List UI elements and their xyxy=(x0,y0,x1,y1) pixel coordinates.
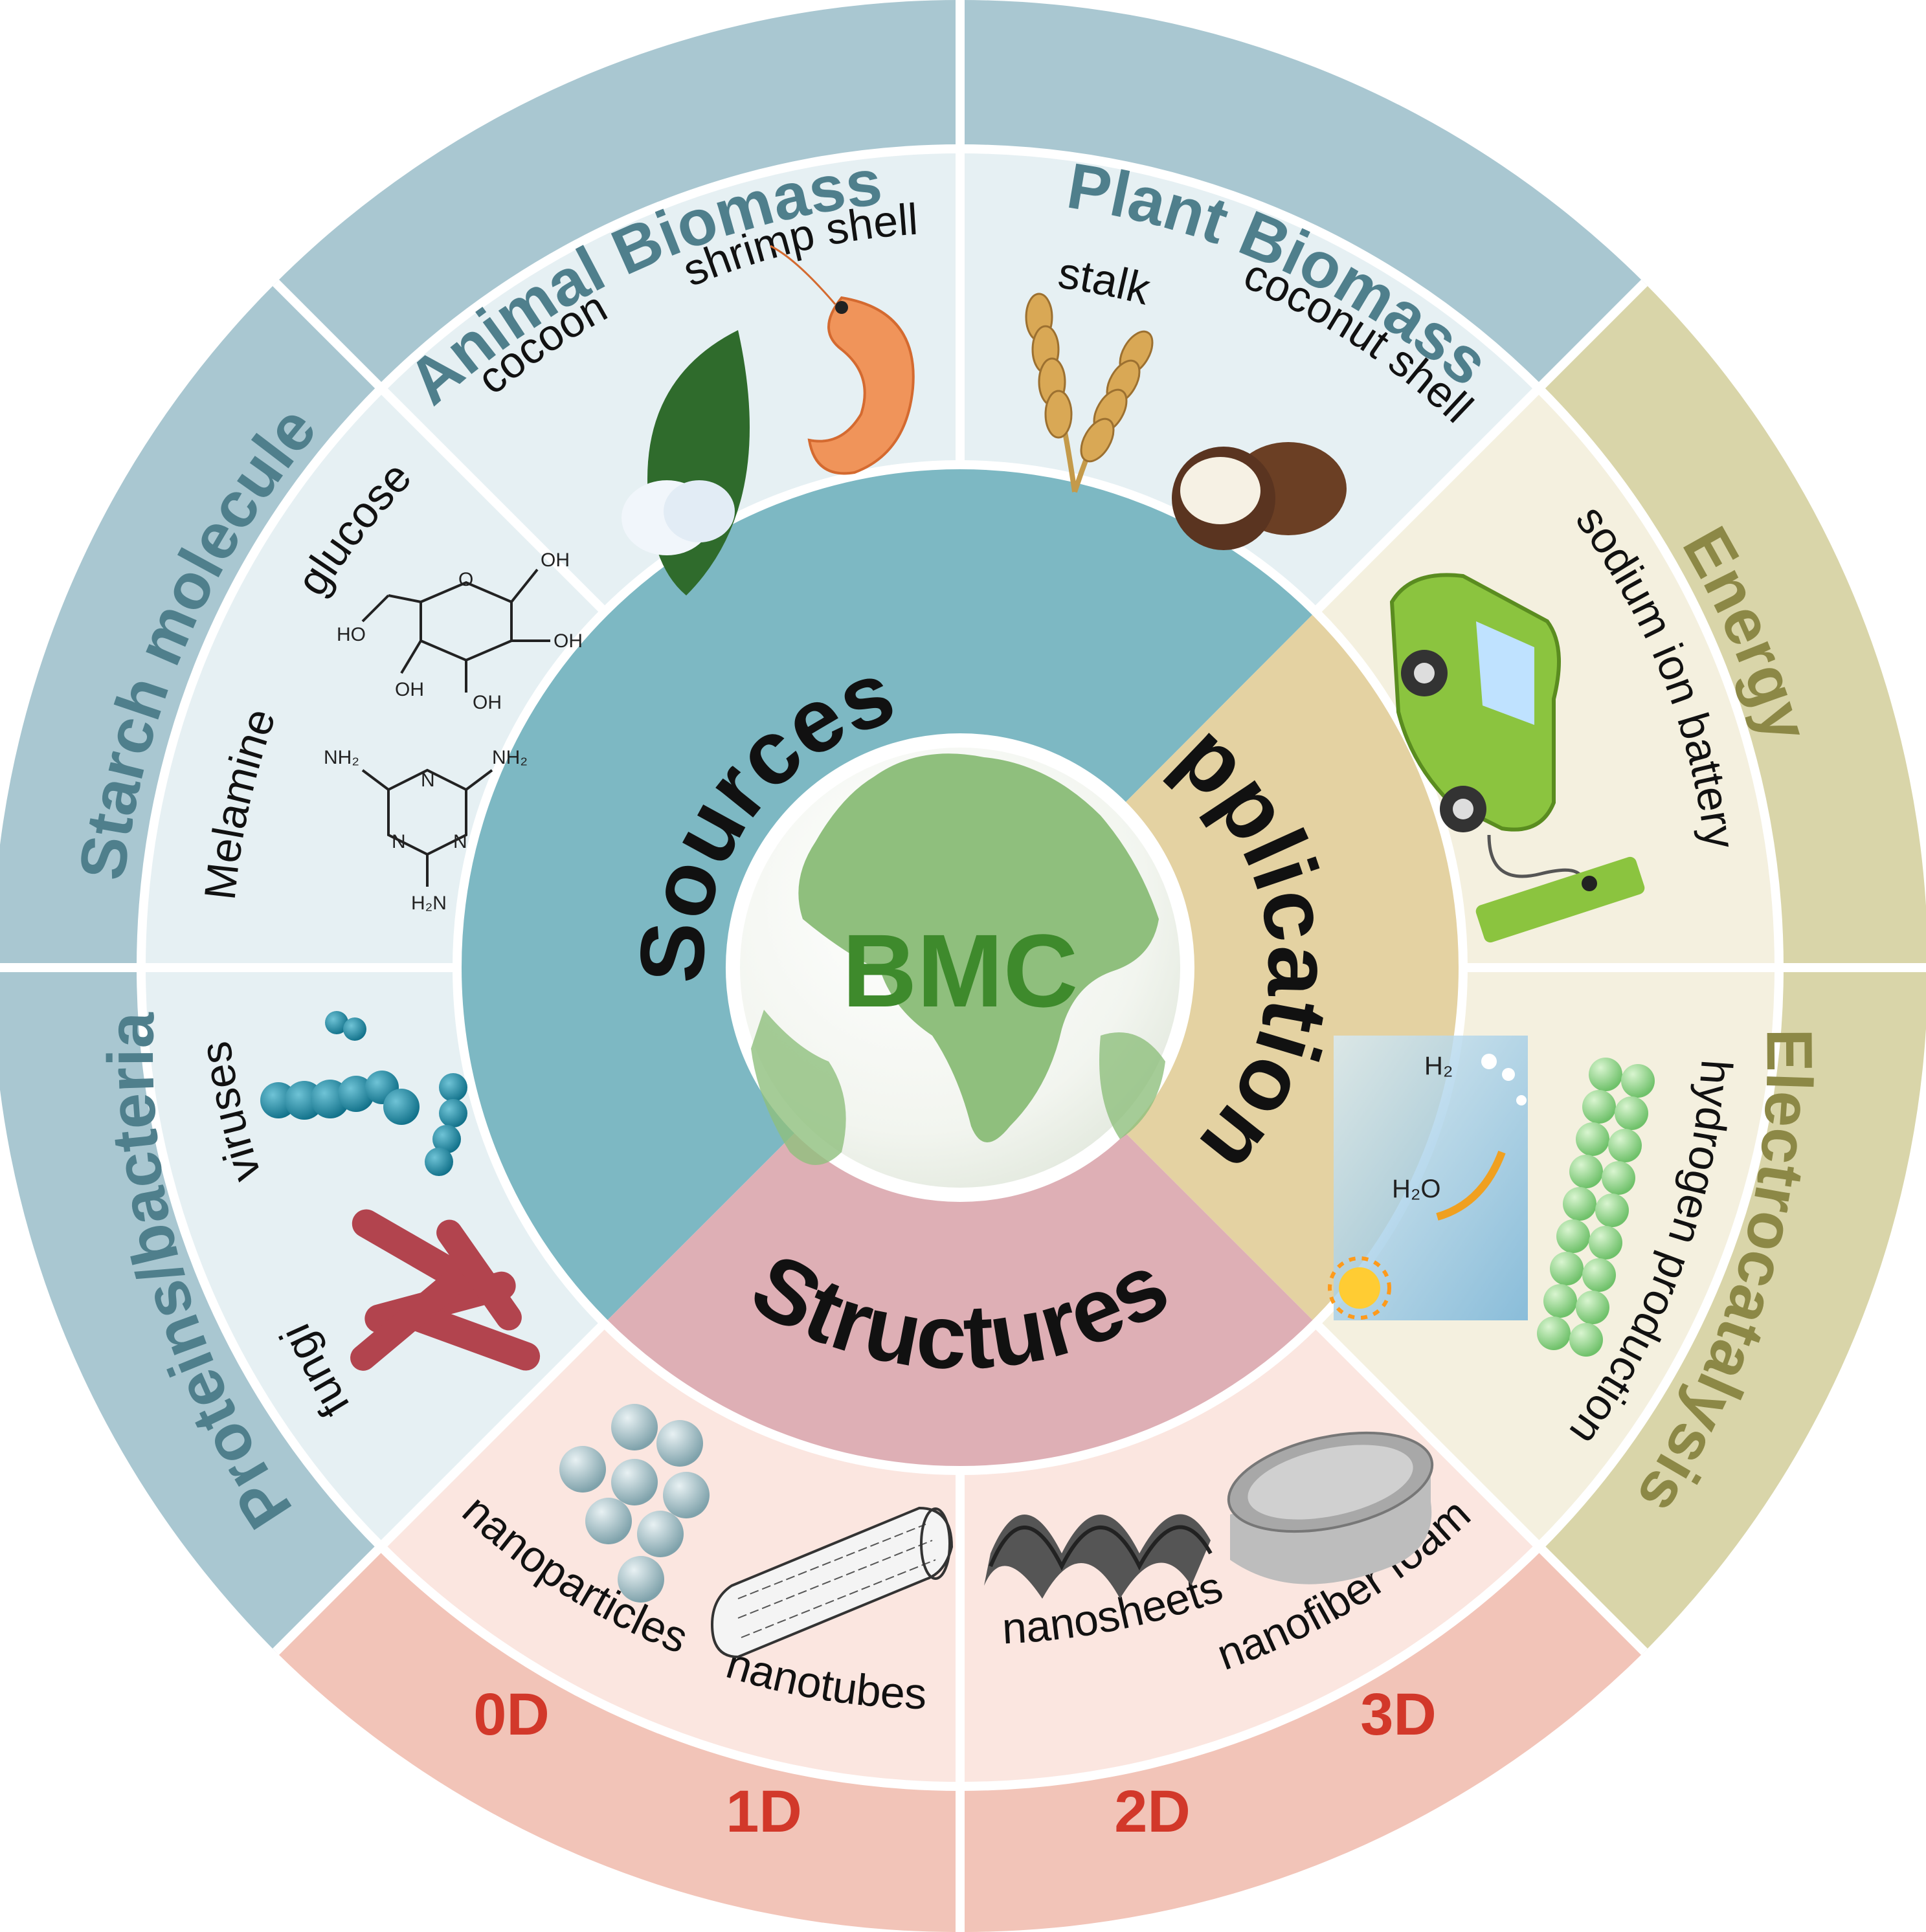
sector-electrocatalysis-outer xyxy=(1540,968,1926,1652)
svg-text:H₂N: H₂N xyxy=(411,893,447,914)
wheat-stalk-icon xyxy=(1025,293,1154,493)
sector-plant-biomass-outer xyxy=(960,0,1644,388)
sector-electrocatalysis-inner xyxy=(1316,968,1780,1547)
center-label: BMC xyxy=(842,913,1078,1028)
sector-energy-outer xyxy=(1540,283,1926,968)
sector-2d3d-outer xyxy=(960,1547,1644,1932)
catalyst-spheres-icon xyxy=(1537,1058,1655,1357)
dimension-3d-label: 3D xyxy=(1360,1682,1437,1748)
fungi-icon xyxy=(350,1209,541,1371)
svg-text:N: N xyxy=(392,831,406,852)
svg-text:OH: OH xyxy=(554,630,583,652)
coconut-icon xyxy=(1172,442,1347,550)
nanofiber-foam-icon xyxy=(1227,1431,1434,1584)
svg-text:H₂O: H₂O xyxy=(1392,1175,1441,1203)
nanotube-icon xyxy=(710,1506,954,1659)
sector-animal-biomass-outer xyxy=(276,0,960,388)
svg-text:N: N xyxy=(453,831,467,852)
electric-car-icon xyxy=(1389,573,1561,832)
svg-text:OH: OH xyxy=(473,692,502,713)
dimension-2d-label: 2D xyxy=(1114,1779,1191,1845)
nanosheets-icon xyxy=(984,1514,1213,1599)
charger-icon xyxy=(1475,834,1645,943)
globe-icon xyxy=(730,738,1190,1197)
melamine-labels: NH₂ NH₂ H₂N N N N xyxy=(324,747,528,914)
svg-text:OH: OH xyxy=(395,679,424,700)
sector-0d1d-inner xyxy=(381,1324,960,1787)
glucose-labels: OH OH OH OH HO O xyxy=(337,550,583,713)
nanoparticles-icon xyxy=(559,1404,710,1603)
svg-text:H₂: H₂ xyxy=(1424,1052,1453,1080)
shrimp-icon xyxy=(770,245,915,475)
sector-structures-ring xyxy=(604,1133,1316,1472)
sector-0d1d-outer xyxy=(276,1547,960,1932)
sector-proteins-inner xyxy=(140,968,604,1547)
sector-starch-outer xyxy=(0,283,381,968)
cocoon-icon xyxy=(621,330,750,595)
dimension-1d-label: 1D xyxy=(726,1779,802,1845)
svg-text:NH₂: NH₂ xyxy=(492,747,528,768)
svg-text:HO: HO xyxy=(337,624,366,645)
svg-text:NH₂: NH₂ xyxy=(324,747,359,768)
hydrogen-production-icon: H₂ H₂O xyxy=(1328,1036,1528,1320)
glucose-structure-icon xyxy=(361,568,550,693)
sector-sources-ring xyxy=(456,463,1316,1324)
sector-plant-biomass-inner xyxy=(960,148,1540,611)
sector-animal-biomass-inner xyxy=(381,148,960,612)
virus-chain-icon xyxy=(260,1011,467,1176)
sector-proteins-outer xyxy=(0,968,381,1652)
svg-text:N: N xyxy=(421,770,435,791)
svg-text:O: O xyxy=(458,569,473,590)
melamine-structure-icon xyxy=(361,768,493,887)
svg-text:OH: OH xyxy=(541,550,570,571)
dimension-0d-label: 0D xyxy=(473,1682,550,1748)
sector-starch-inner xyxy=(140,388,604,968)
